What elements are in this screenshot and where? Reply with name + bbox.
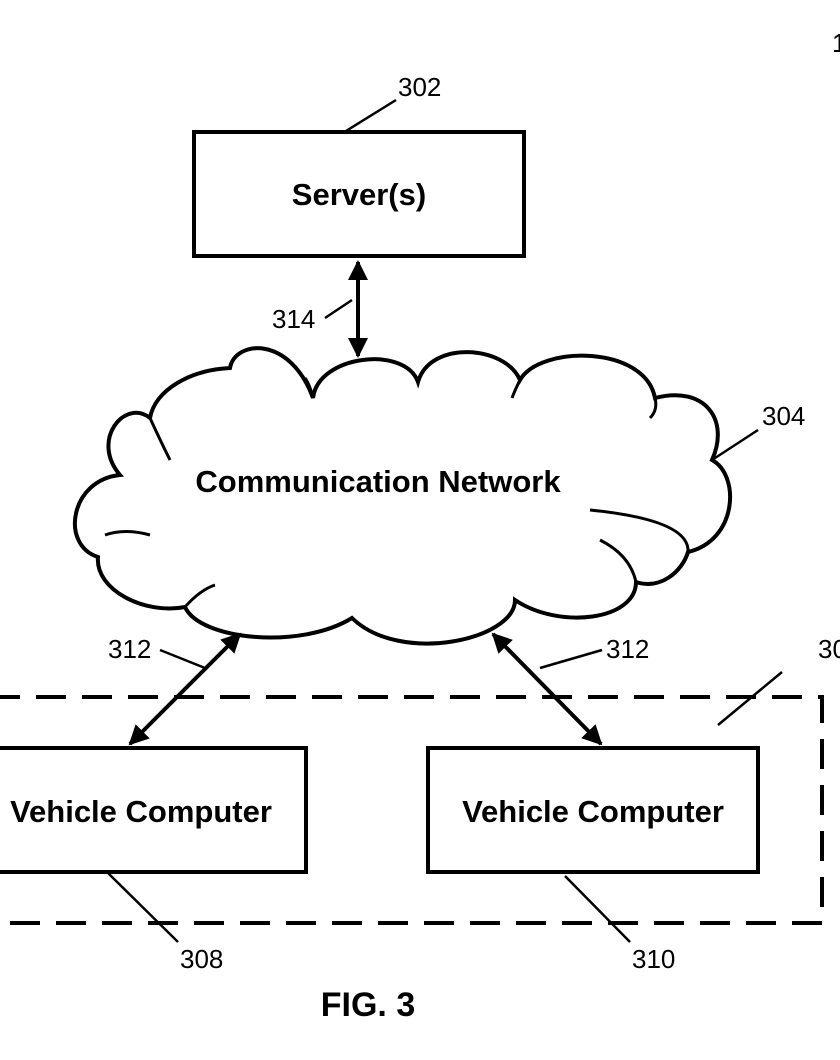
link-312-left-leader (159, 648, 206, 670)
server-node: Server(s) (192, 130, 526, 258)
server-ref: 302 (398, 72, 441, 102)
cloud-inner-curve (510, 379, 522, 399)
link-312-right-leader (539, 648, 603, 670)
network-label: Communication Network (195, 464, 561, 499)
top-corner-mark: 1 (832, 28, 840, 58)
server-box (192, 130, 526, 258)
cloud-inner-curve (148, 417, 172, 461)
vehicle-left-label: Vehicle Computer (10, 794, 272, 829)
cloud-inner-curve (303, 377, 315, 399)
vehicle-right-ref-leader (564, 875, 631, 943)
vehicle-left-box (0, 746, 308, 874)
link-312-left-ref: 312 (108, 634, 151, 664)
system-ref-leader (717, 671, 783, 726)
cloud-inner-curve (104, 530, 151, 537)
system-boundary (0, 695, 824, 925)
figure-caption: FIG. 3 (321, 986, 415, 1024)
system-ref: 30 (818, 634, 840, 664)
vehicle-left-ref-leader (107, 872, 179, 943)
server-ref-leader (345, 98, 397, 133)
cloud-inner-curve (183, 583, 216, 608)
vehicle-left-node: Vehicle Computer (0, 746, 308, 874)
network-ref-leader (711, 428, 759, 462)
network-vehicle-left-link (128, 632, 242, 746)
vehicle-right-node: Vehicle Computer (426, 746, 760, 874)
cloud-outline (73, 346, 732, 646)
vehicle-left-ref: 308 (180, 944, 223, 974)
link-314-leader (324, 298, 353, 320)
vehicle-right-label: Vehicle Computer (462, 794, 724, 829)
network-cloud: Communication Network (73, 346, 732, 646)
cloud-inner-curve (599, 538, 638, 583)
vehicle-right-ref: 310 (632, 944, 675, 974)
cloud-inner-curve (589, 508, 690, 553)
link-314-ref: 314 (272, 304, 315, 334)
vehicle-right-box (426, 746, 760, 874)
network-ref: 304 (762, 401, 805, 431)
link-312-right-ref: 312 (606, 634, 649, 664)
server-label: Server(s) (292, 177, 426, 212)
cloud-inner-curve (648, 397, 658, 420)
network-vehicle-right-link (491, 632, 603, 746)
